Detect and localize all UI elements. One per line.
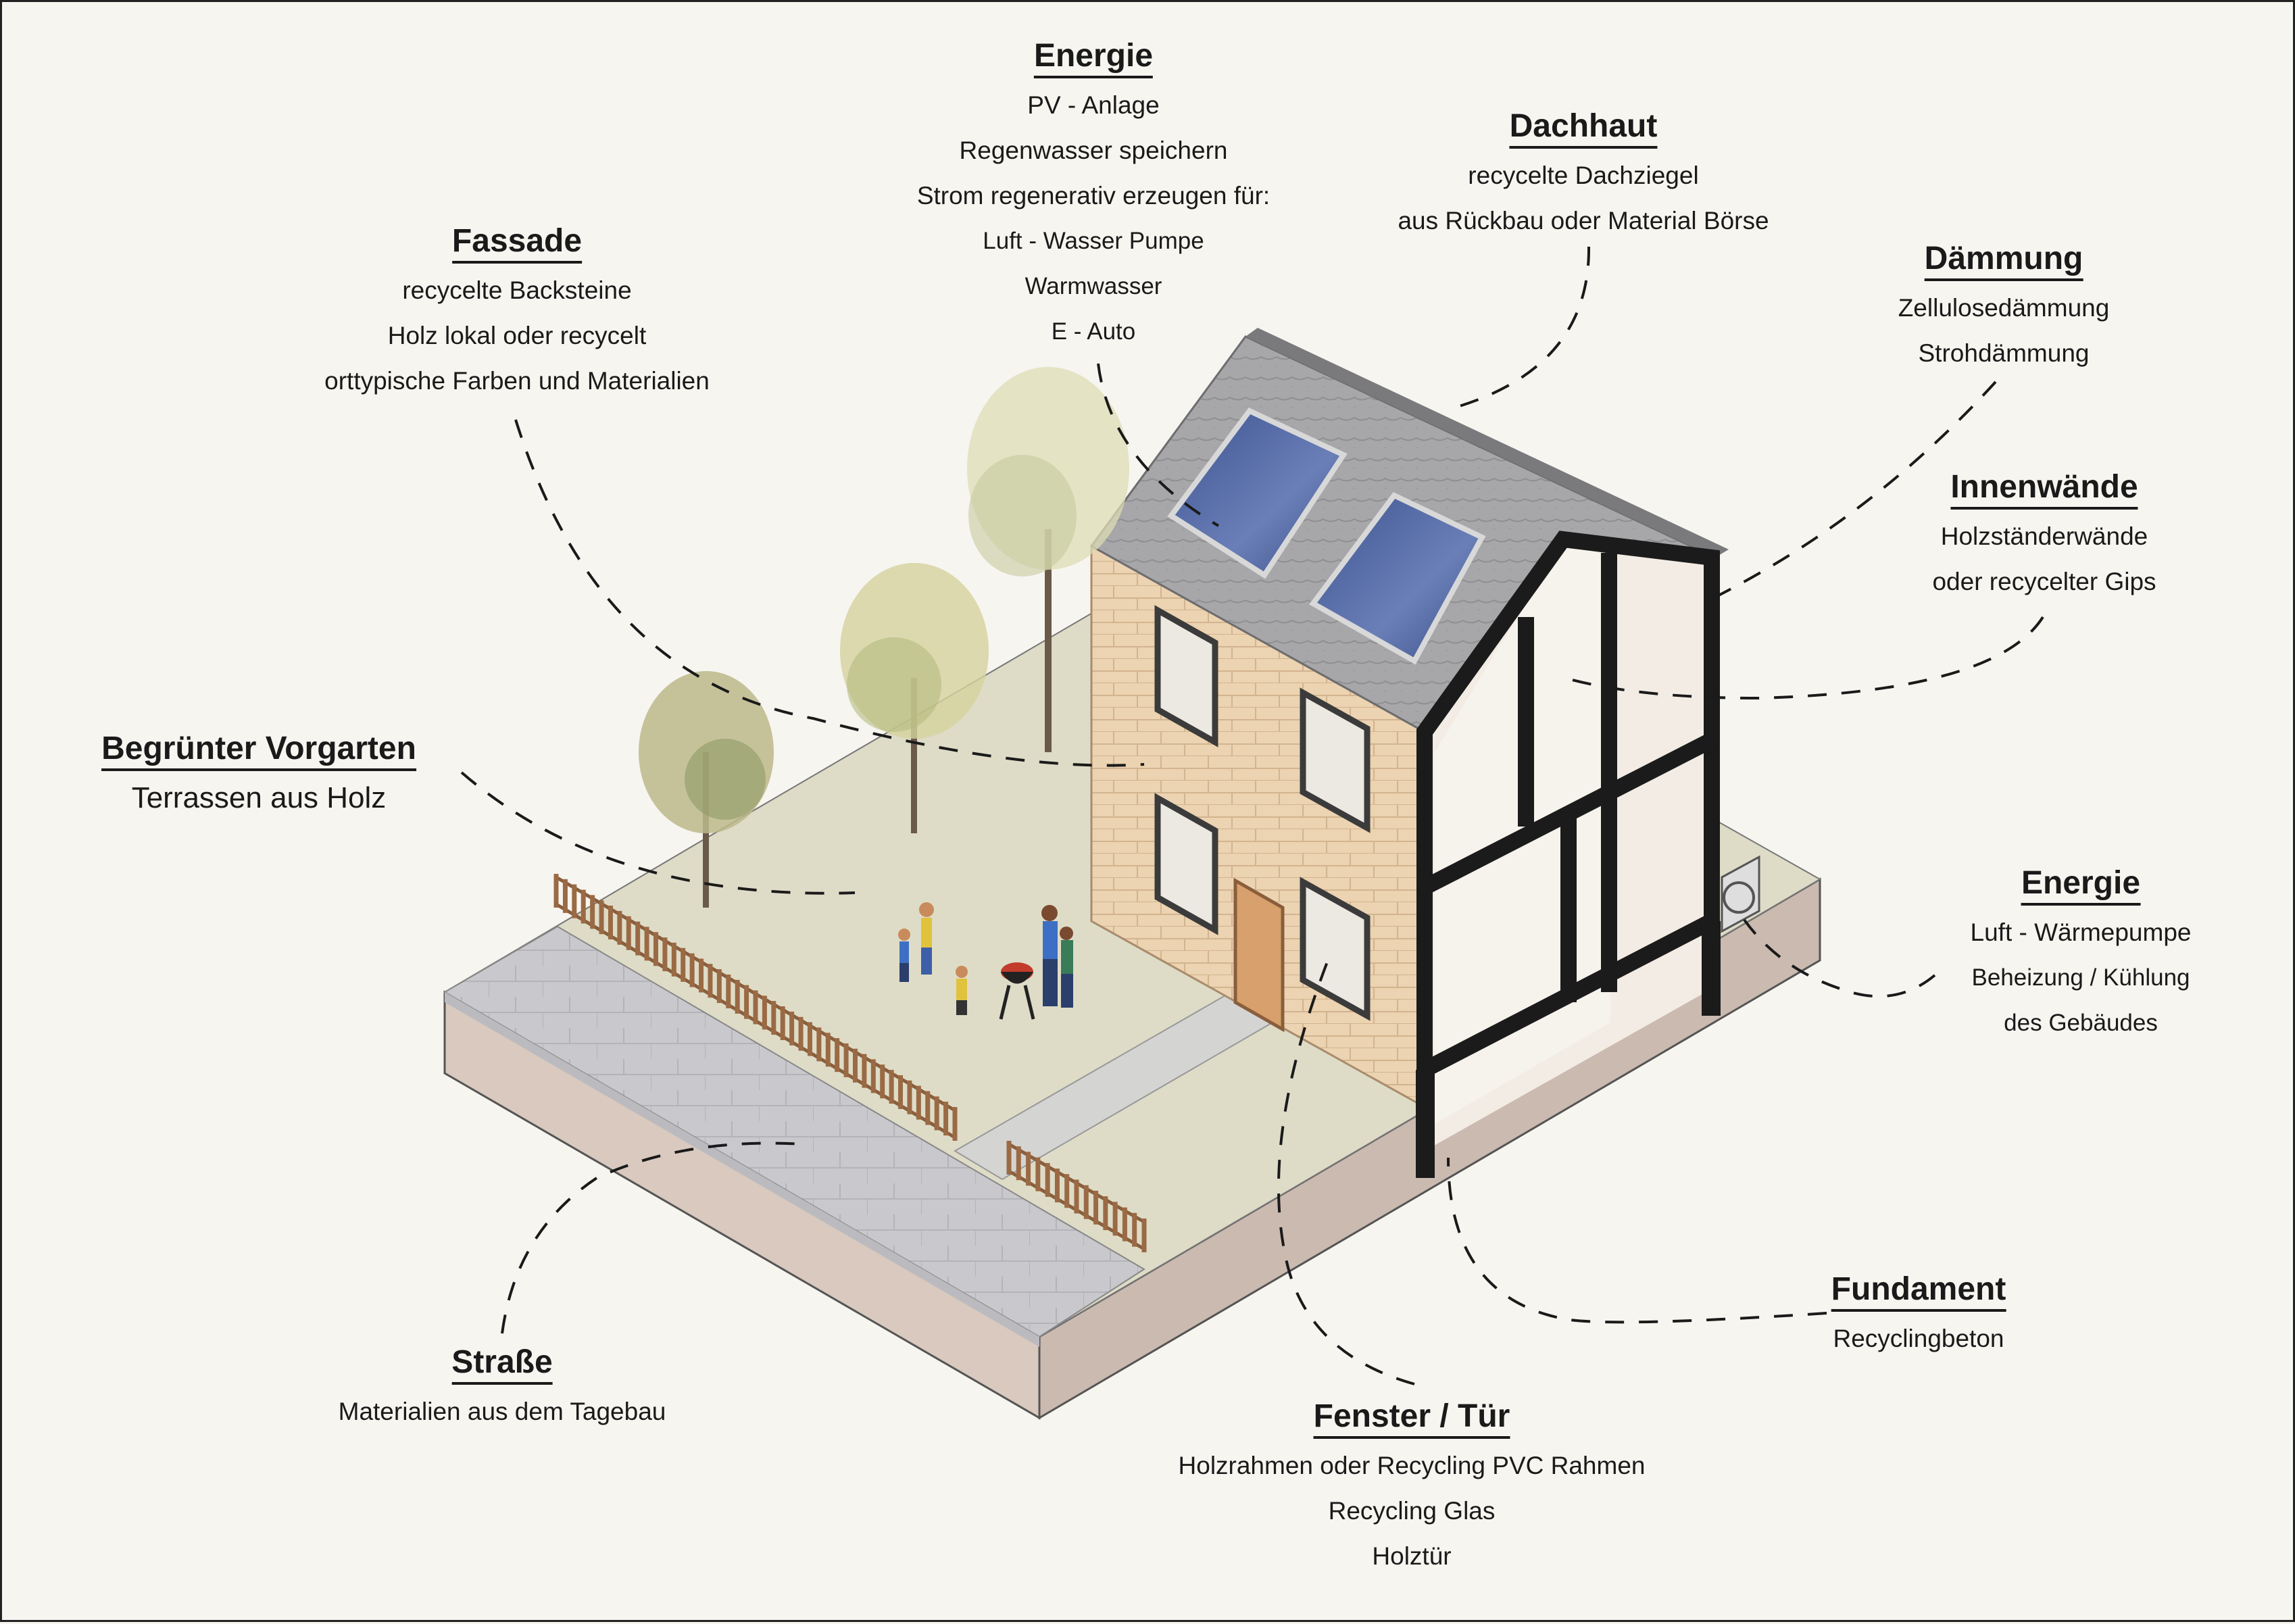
label-strasse: Straße Materialien aus dem Tagebau — [339, 1344, 666, 1434]
label-daemmung-line-1: Zellulosedämmung — [1898, 285, 2110, 330]
label-fundament: Fundament Recyclingbeton — [1831, 1271, 2006, 1361]
label-fenster-title: Fenster / Tür — [1314, 1398, 1510, 1439]
label-energie-top-line-6: E - Auto — [917, 309, 1270, 354]
label-fenster-line-2: Recycling Glas — [1179, 1488, 1646, 1533]
leader-fundament — [1448, 1158, 1827, 1322]
label-fassade: Fassade recycelte Backsteine Holz lokal … — [324, 222, 710, 403]
label-daemmung-line-2: Strohdämmung — [1898, 330, 2110, 376]
wooden-door — [1235, 881, 1283, 1029]
label-fassade-line-3: orttypische Farben und Materialien — [324, 358, 710, 403]
label-innenwaende-line-2: oder recycelter Gips — [1932, 559, 2156, 604]
label-strasse-line-1: Materialien aus dem Tagebau — [339, 1389, 666, 1434]
label-fenster-line-1: Holzrahmen oder Recycling PVC Rahmen — [1179, 1443, 1646, 1488]
label-dachhaut-title: Dachhaut — [1510, 107, 1658, 149]
label-energie-right-title: Energie — [2021, 864, 2140, 906]
label-vorgarten: Begrünter Vorgarten Terrassen aus Holz — [101, 730, 416, 820]
label-innenwaende-title: Innenwände — [1950, 468, 2138, 510]
label-fassade-title: Fassade — [452, 222, 582, 264]
label-fenster: Fenster / Tür Holzrahmen oder Recycling … — [1179, 1398, 1646, 1579]
label-innenwaende-line-1: Holzständerwände — [1932, 514, 2156, 559]
label-energie-right-line-1: Luft - Wärmepumpe — [1971, 910, 2192, 955]
label-energie-right-line-2: Beheizung / Kühlung — [1971, 955, 2192, 1000]
label-dachhaut: Dachhaut recycelte Dachziegel aus Rückba… — [1398, 107, 1769, 243]
label-fundament-line-1: Recyclingbeton — [1831, 1316, 2006, 1361]
label-daemmung: Dämmung Zellulosedämmung Strohdämmung — [1898, 240, 2110, 376]
label-energie-top-line-2: Regenwasser speichern — [917, 128, 1270, 173]
label-vorgarten-line-1: Terrassen aus Holz — [101, 775, 416, 820]
label-energie-top-line-3: Strom regenerativ erzeugen für: — [917, 173, 1270, 218]
label-fassade-line-1: recycelte Backsteine — [324, 268, 710, 313]
label-energie-top-line-4: Luft - Wasser Pumpe — [917, 218, 1270, 264]
label-fenster-line-3: Holztür — [1179, 1533, 1646, 1579]
label-vorgarten-title: Begrünter Vorgarten — [101, 730, 416, 771]
label-energie-top: Energie PV - Anlage Regenwasser speicher… — [917, 37, 1270, 354]
label-energie-top-line-5: Warmwasser — [917, 264, 1270, 309]
label-energie-right: Energie Luft - Wärmepumpe Beheizung / Kü… — [1971, 864, 2192, 1045]
label-energie-top-line-1: PV - Anlage — [917, 82, 1270, 128]
label-fassade-line-2: Holz lokal oder recycelt — [324, 313, 710, 358]
label-daemmung-title: Dämmung — [1925, 240, 2083, 281]
label-dachhaut-line-1: recycelte Dachziegel — [1398, 153, 1769, 198]
label-strasse-title: Straße — [451, 1344, 552, 1385]
label-dachhaut-line-2: aus Rückbau oder Material Börse — [1398, 198, 1769, 243]
label-energie-top-title: Energie — [1034, 37, 1153, 78]
label-innenwaende: Innenwände Holzständerwände oder recycel… — [1932, 468, 2156, 604]
label-fundament-title: Fundament — [1831, 1271, 2006, 1312]
leader-dachhaut — [1455, 247, 1589, 408]
label-energie-right-line-3: des Gebäudes — [1971, 1000, 2192, 1045]
